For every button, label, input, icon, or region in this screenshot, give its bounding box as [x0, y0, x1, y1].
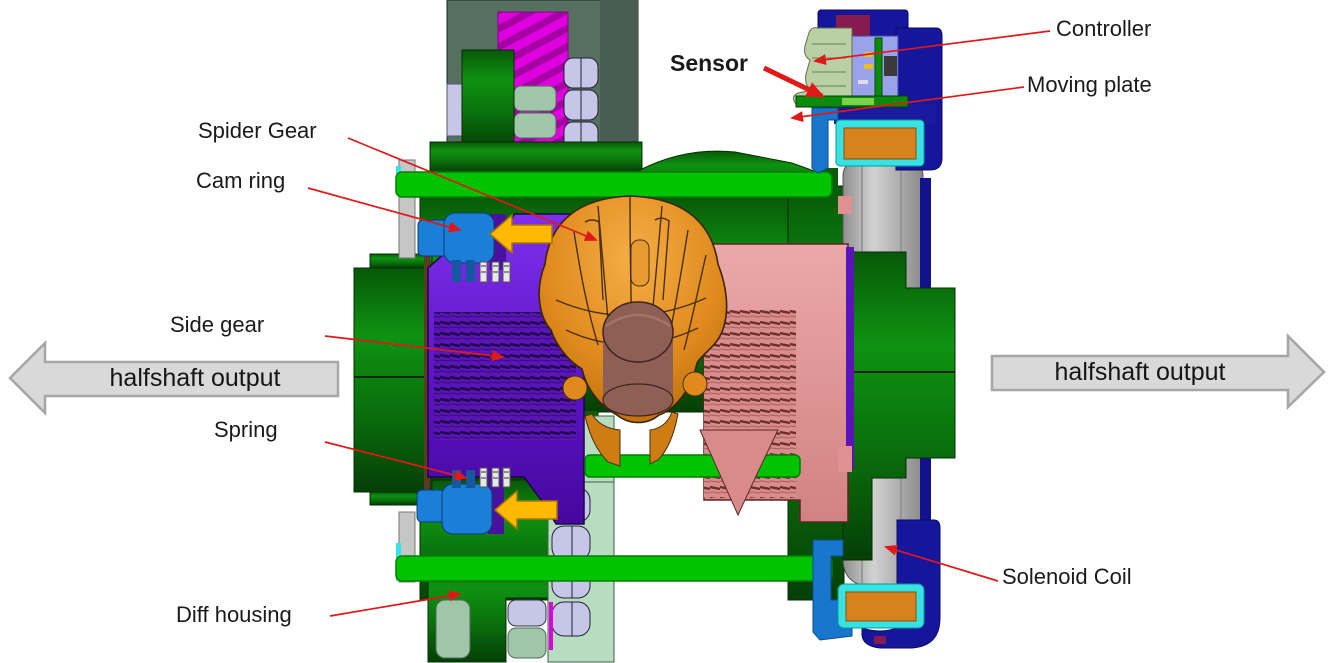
cam-ring-bottom: [416, 470, 493, 535]
label-spring: Spring: [214, 417, 278, 442]
leader-spider-gear: [347, 137, 598, 241]
sensor-bracket: [792, 27, 853, 105]
top-bearing-column: [429, 0, 643, 173]
cam-ring-top: [417, 212, 495, 282]
clutch-wedge: [699, 429, 779, 517]
purple-sleeve: [846, 247, 854, 469]
cam-force-arrow-bottom: [493, 489, 558, 531]
label-spider-gear: Spider Gear: [198, 118, 317, 143]
right-output-hub: [842, 251, 956, 561]
label-halfshaft-output-left: halfshaft output: [109, 364, 281, 392]
cross-pins: [395, 171, 833, 582]
bearing-roller: [513, 112, 557, 139]
ring-gear-sliver: [549, 602, 553, 650]
preload-spring-top: [479, 261, 511, 283]
halfshaft-arrow-left: [8, 339, 340, 417]
controller-component: [864, 64, 873, 69]
leader-spring: [324, 441, 468, 481]
preload-spring-bottom: [479, 467, 511, 488]
leader-sensor: [762, 65, 825, 99]
solenoid-bottom-assembly: [812, 519, 941, 649]
label-solenoid-coil: Solenoid Coil: [1002, 564, 1132, 589]
label-controller: Controller: [1056, 16, 1152, 41]
label-moving-plate: Moving plate: [1027, 72, 1152, 97]
bearing-race-left: [446, 83, 463, 137]
pinion-shaft: [602, 301, 674, 417]
label-sensor: Sensor: [670, 50, 748, 76]
label-side-gear: Side gear: [170, 312, 265, 337]
halfshaft-arrow-right: [990, 332, 1326, 410]
leader-cam-ring: [307, 187, 462, 233]
sensor-controller-assembly: [792, 9, 943, 174]
hub-seal: [424, 255, 430, 505]
solenoid-coil-top: [843, 127, 917, 160]
sensor-target: [842, 98, 874, 105]
bearing-roller: [513, 85, 557, 112]
moving-plate: [811, 107, 839, 174]
leader-moving-plate: [790, 86, 1025, 122]
bearing-carrier-shade: [600, 0, 638, 169]
controller-component: [858, 80, 868, 84]
spider-gear-foot: [649, 411, 679, 465]
label-diff-housing: Diff housing: [176, 602, 292, 627]
solenoid-coil-bottom: [845, 591, 917, 622]
leader-solenoid-coil: [884, 544, 999, 582]
leader-diff-housing: [329, 590, 462, 617]
leader-side-gear: [324, 335, 505, 362]
housing-pillar-base: [429, 141, 643, 173]
connector-maroon: [874, 636, 886, 644]
housing-pillar: [461, 49, 515, 151]
left-output-hub: [353, 253, 433, 506]
cam-force-arrow-top: [488, 213, 553, 255]
spider-gear-hub: [630, 239, 650, 287]
spider-gear: [538, 195, 728, 467]
spider-gear-foot: [584, 413, 621, 467]
label-halfshaft-output-right: halfshaft output: [1054, 358, 1226, 386]
sensor-bracket-ribs: [812, 43, 846, 87]
leader-controller: [813, 30, 1051, 66]
controller-chip: [884, 56, 897, 76]
controller-pcb: [874, 37, 883, 103]
bearing-balls-top: [563, 57, 599, 153]
cross-pin-bottom: [395, 555, 833, 582]
label-cam-ring: Cam ring: [196, 168, 286, 193]
leader-lines: [307, 30, 1051, 617]
bearing-rollers-bottom: [435, 599, 547, 659]
